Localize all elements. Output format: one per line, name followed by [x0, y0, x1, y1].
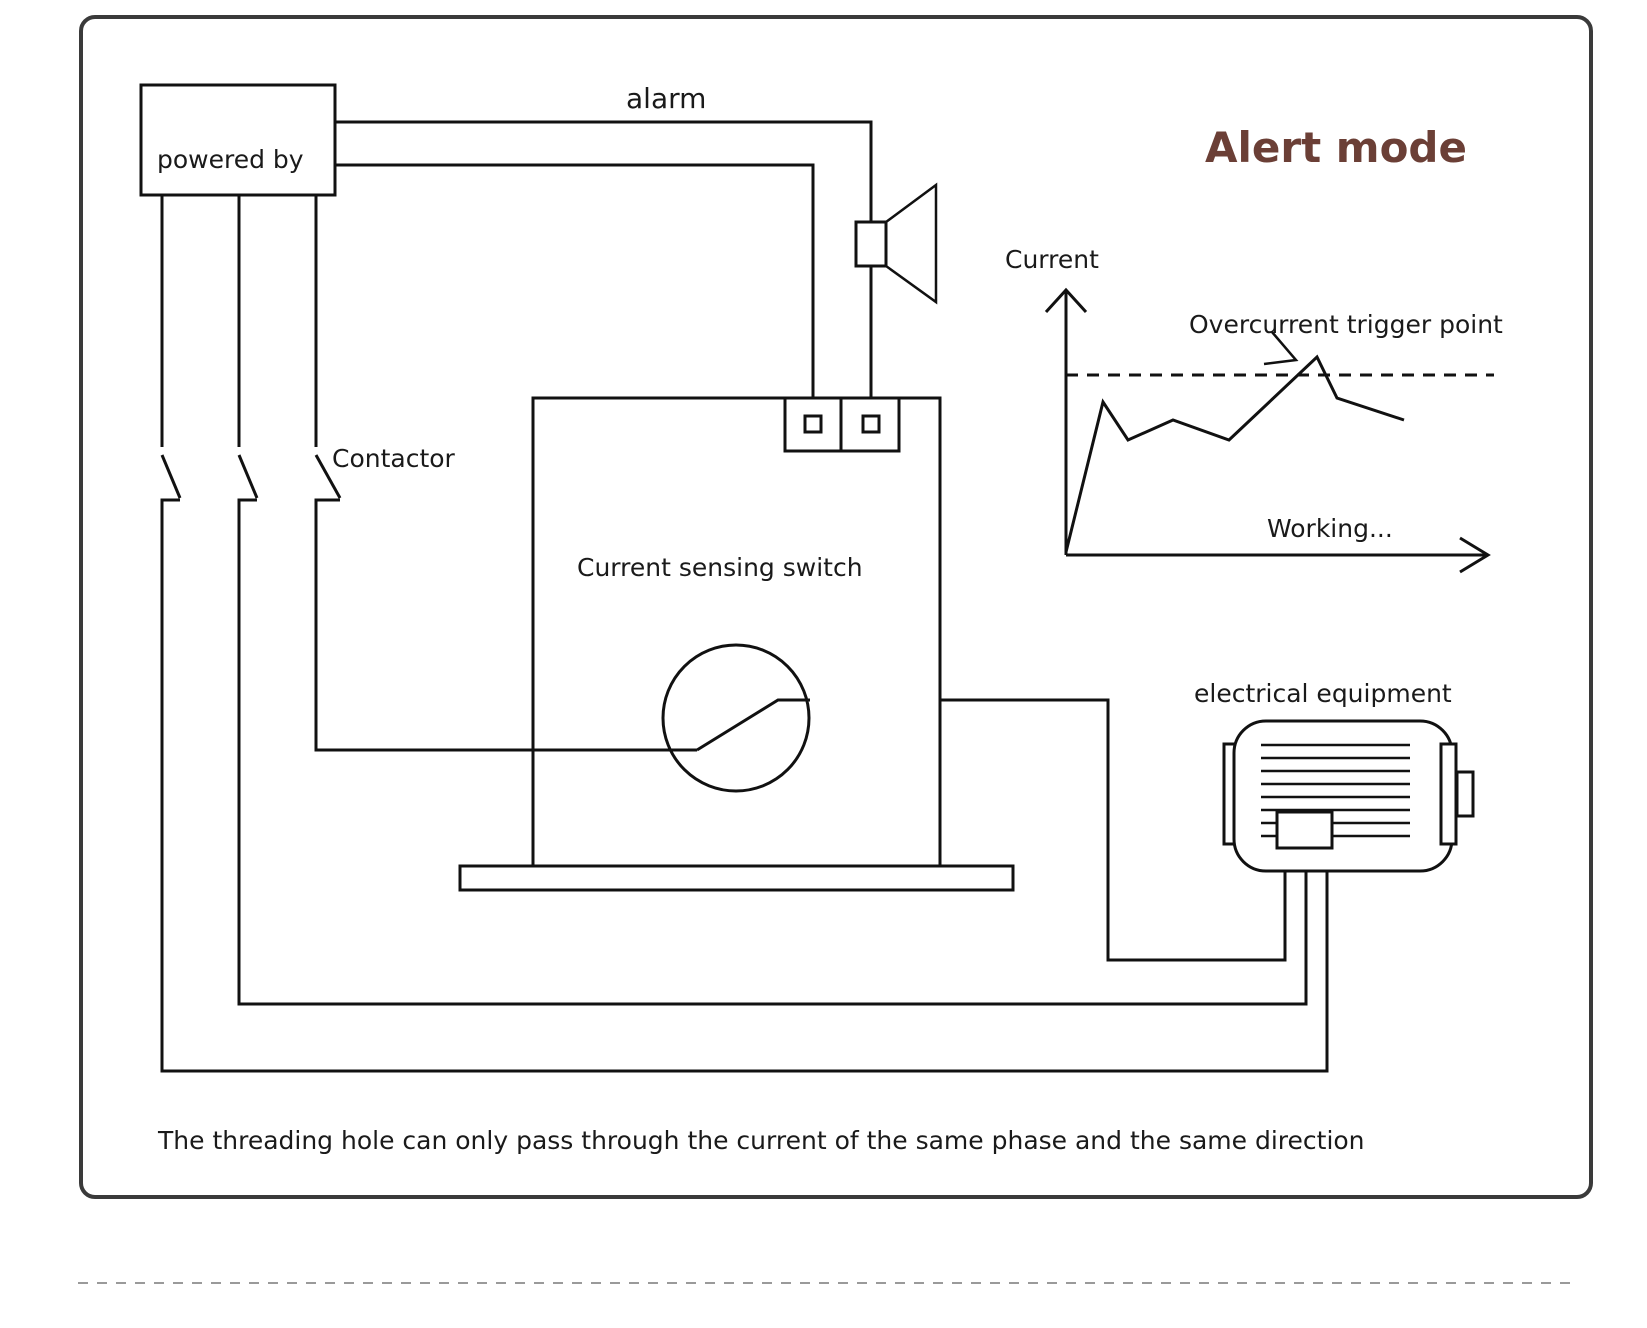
- power-supply-box: [139, 83, 337, 197]
- equipment-label: electrical equipment: [1194, 679, 1452, 708]
- current-sensing-switch: [458, 396, 1015, 892]
- contactor-label: Contactor: [332, 444, 456, 473]
- trigger-pointer-arrow: [1263, 331, 1299, 366]
- phase-line-right: [314, 195, 697, 752]
- alarm-wire-lower: [335, 163, 815, 410]
- alarm-label: alarm: [626, 82, 706, 115]
- switch-contact-icon: [696, 698, 810, 752]
- motor-icon: [1222, 719, 1475, 873]
- current-trace: [1064, 354, 1405, 553]
- alarm-terminal-left: [803, 414, 823, 434]
- mode-title: Alert mode: [1205, 123, 1467, 172]
- phase-line-left: [160, 195, 1329, 1073]
- sensor-label: Current sensing switch: [577, 553, 863, 582]
- y-axis-arrow: [1044, 287, 1088, 314]
- diagram-frame: [79, 15, 1593, 1199]
- trigger-label: Overcurrent trigger point: [1189, 310, 1503, 339]
- sensor-to-motor-wire: [940, 698, 1287, 962]
- threading-hole: [661, 643, 811, 793]
- x-axis-label: Working...: [1267, 514, 1393, 543]
- power-supply-label: powered by: [157, 145, 304, 174]
- x-axis-arrow: [1459, 536, 1491, 574]
- footnote: The threading hole can only pass through…: [157, 1126, 1365, 1155]
- alarm-wire-upper: [335, 120, 873, 222]
- current-graph: [1044, 287, 1494, 574]
- y-axis-label: Current: [1005, 245, 1099, 274]
- speaker-horn-icon: [854, 182, 938, 305]
- alarm-terminal-right: [861, 414, 881, 434]
- phase-line-middle: [237, 195, 1308, 1006]
